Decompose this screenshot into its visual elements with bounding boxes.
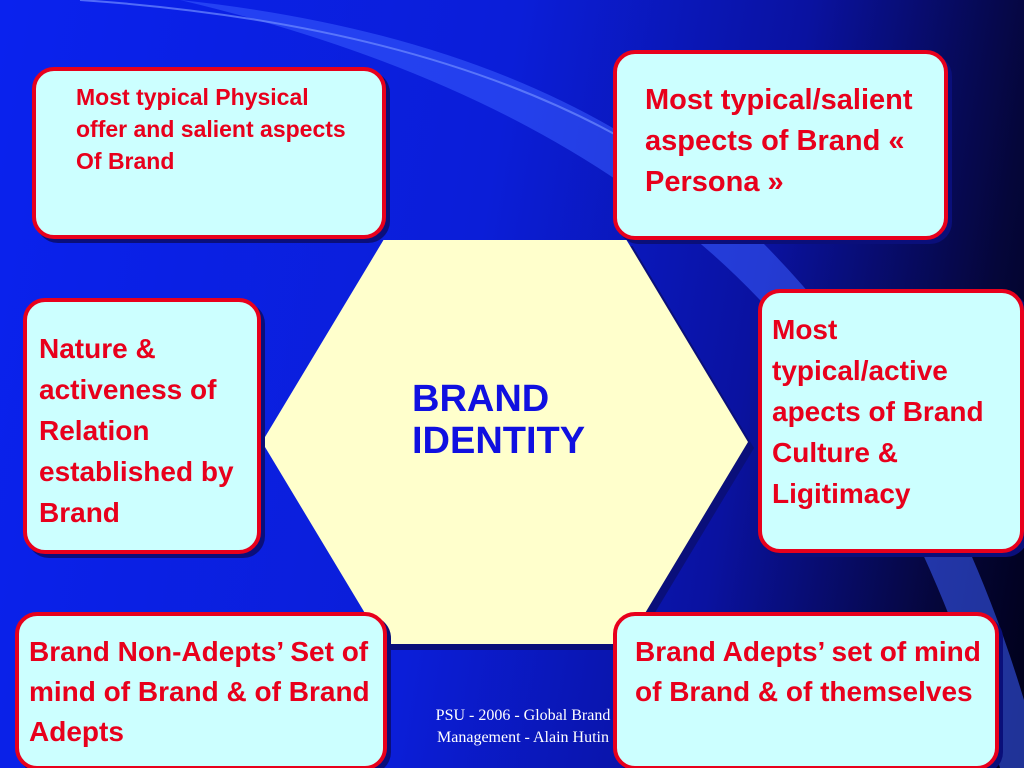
physique-box: Most typical Physical offer and salient … [32,67,386,239]
reflection-box-text: Brand Non-Adepts’ Set of mind of Brand &… [29,636,370,747]
relationship-box: Nature & activeness of Relation establis… [23,298,261,554]
reflection-box: Brand Non-Adepts’ Set of mind of Brand &… [15,612,387,768]
culture-box: Most typical/active apects of Brand Cult… [758,289,1024,553]
personality-box-text: Most typical/salient aspects of Brand « … [645,84,913,198]
brand-identity-title: BRAND IDENTITY [412,378,586,462]
self-image-box: Brand Adepts’ set of mind of Brand & of … [613,612,999,768]
slide-footer: PSU - 2006 - Global Brand Management - A… [435,707,611,746]
physique-box-text: Most typical Physical offer and salient … [76,84,346,174]
relationship-box-text: Nature & activeness of Relation establis… [39,333,234,528]
personality-box: Most typical/salient aspects of Brand « … [613,50,948,240]
culture-box-text: Most typical/active apects of Brand Cult… [772,314,984,509]
self-image-box-text: Brand Adepts’ set of mind of Brand & of … [635,636,981,707]
